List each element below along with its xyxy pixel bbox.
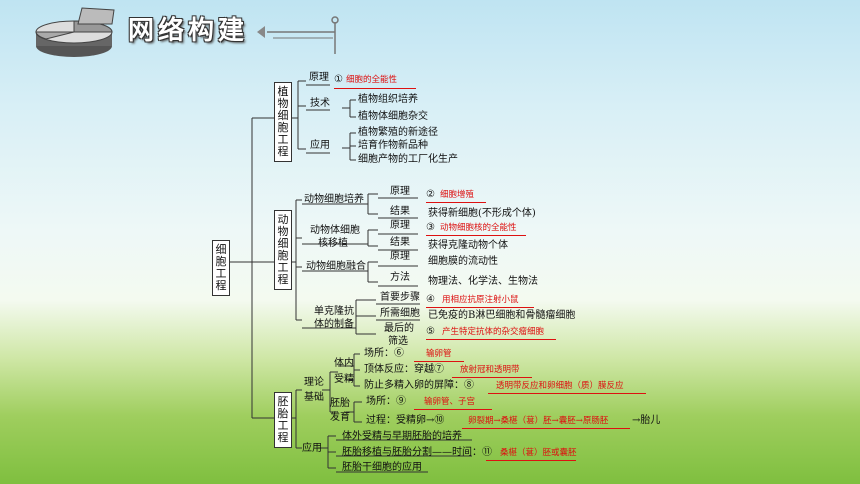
root-node-cell-engineering: 细胞工程 [212, 240, 230, 296]
nuclear-transfer-label-1: 动物体细胞 [310, 225, 360, 236]
embryo-app-item-1: 体外受精与早期胚胎的培养 [342, 431, 462, 442]
mab-answer-number-5: ⑤ [426, 326, 435, 337]
embryo-development-label-2: 发育 [330, 412, 350, 423]
transfer-result-label: 结果 [390, 237, 410, 248]
monoclonal-antibody-label-1: 单克隆抗 [314, 306, 354, 317]
fert-site-answer: 输卵管 [426, 349, 452, 359]
dev-process-answer: 卵裂期→桑椹（葚）胚→囊胚→原肠胚 [468, 416, 609, 426]
plant-principle-label: 原理 [309, 72, 329, 83]
acrosome-answer: 放射冠和透明带 [460, 365, 520, 375]
page-title: 网络构建 [128, 16, 249, 46]
fusion-principle-label: 原理 [390, 251, 410, 262]
fusion-method-text: 物理法、化学法、生物法 [428, 276, 538, 287]
transfer-result-text: 获得克隆动物个体 [428, 240, 508, 251]
polyspermy-block-answer: 透明带反应和卵细胞（质）膜反应 [496, 381, 624, 391]
monoclonal-antibody-label-2: 体的制备 [314, 319, 354, 330]
culture-principle-answer: 细胞增殖 [440, 190, 475, 200]
plant-principle-answer: 细胞的全能性 [346, 75, 398, 85]
nuclear-transfer-label-2: 核移植 [318, 238, 348, 249]
fusion-principle-text: 细胞膜的流动性 [428, 256, 498, 267]
plant-cell-engineering-node: 植物细胞工程 [274, 82, 292, 162]
mab-step2-label: 所需细胞 [380, 308, 420, 319]
fusion-method-label: 方法 [390, 272, 410, 283]
culture-principle-label: 原理 [390, 186, 410, 197]
mab-step3-label-1: 最后的 [384, 323, 414, 334]
polyspermy-block-text: 防止多精入卵的屏障：⑧ [364, 380, 474, 391]
embryo-app-item-2: 胚胎移植与胚胎分割——时间：⑪ [342, 447, 492, 458]
plant-tech-item-2: 植物体细胞杂交 [358, 111, 428, 122]
mab-answer-number-4: ④ [426, 294, 435, 305]
culture-result-text: 获得新细胞(不形成个体) [428, 208, 536, 219]
dev-process-end: →胎儿 [632, 415, 661, 426]
mab-step3-label-2: 筛选 [388, 336, 408, 347]
theory-label-2: 基础 [304, 392, 324, 403]
acrosome-reaction-text: 顶体反应：穿越⑦ [364, 364, 444, 375]
in-vivo-label: 体内 [334, 358, 354, 369]
transfer-principle-answer: 动物细胞核的全能性 [440, 223, 517, 233]
mab-step2-text: 已免疫的B淋巴细胞和骨髓瘤细胞 [428, 310, 576, 321]
culture-result-label: 结果 [390, 206, 410, 217]
dev-site-answer: 输卵管、子宫 [424, 397, 476, 407]
fert-site-text: 场所：⑥ [364, 348, 404, 359]
theory-label-1: 理论 [304, 377, 324, 388]
plant-app-item-1: 植物繁殖的新途径 [358, 127, 438, 138]
dev-process-text: 过程：受精卵→⑩ [366, 415, 445, 426]
dev-site-text: 场所：⑨ [366, 396, 406, 407]
embryo-application-label: 应用 [302, 443, 322, 454]
culture-answer-number: ② [426, 189, 435, 200]
fertilization-label: 受精 [334, 374, 354, 385]
plant-tech-item-1: 植物组织培养 [358, 94, 418, 105]
embryo-app-item-2-answer: 桑椹（葚）胚或囊胚 [500, 448, 577, 458]
mab-step3-answer: 产生特定抗体的杂交瘤细胞 [442, 327, 545, 337]
transfer-principle-label: 原理 [390, 220, 410, 231]
transfer-answer-number: ③ [426, 222, 435, 233]
embryo-development-label-1: 胚胎 [330, 398, 350, 409]
plant-app-item-3: 细胞产物的工厂化生产 [358, 154, 458, 165]
plant-application-label: 应用 [310, 140, 330, 151]
cell-fusion-label: 动物细胞融合 [306, 261, 366, 272]
plant-principle-answer-number: ① [334, 74, 343, 85]
header-decoration-icon [255, 14, 345, 56]
animal-culture-label: 动物细胞培养 [304, 194, 364, 205]
plant-technique-label: 技术 [310, 98, 330, 109]
animal-cell-engineering-node: 动物细胞工程 [274, 210, 292, 290]
plant-app-item-2: 培育作物新品种 [358, 140, 428, 151]
mab-step1-answer: 用相应抗原注射小鼠 [442, 295, 519, 305]
mab-step1-label: 首要步骤 [380, 292, 420, 303]
pie-chart-logo-icon [34, 2, 118, 62]
embryo-app-item-3: 胚胎干细胞的应用 [342, 462, 422, 473]
embryo-engineering-node: 胚胎工程 [274, 392, 292, 448]
